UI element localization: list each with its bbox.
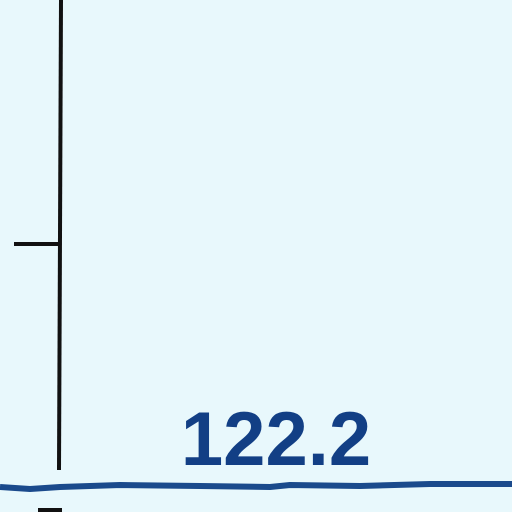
data-label: 122.2 xyxy=(181,397,371,482)
series-line xyxy=(0,481,512,492)
y-axis xyxy=(14,0,63,512)
y-axis-line xyxy=(57,0,63,471)
series-layer: 122.2 xyxy=(0,397,512,492)
